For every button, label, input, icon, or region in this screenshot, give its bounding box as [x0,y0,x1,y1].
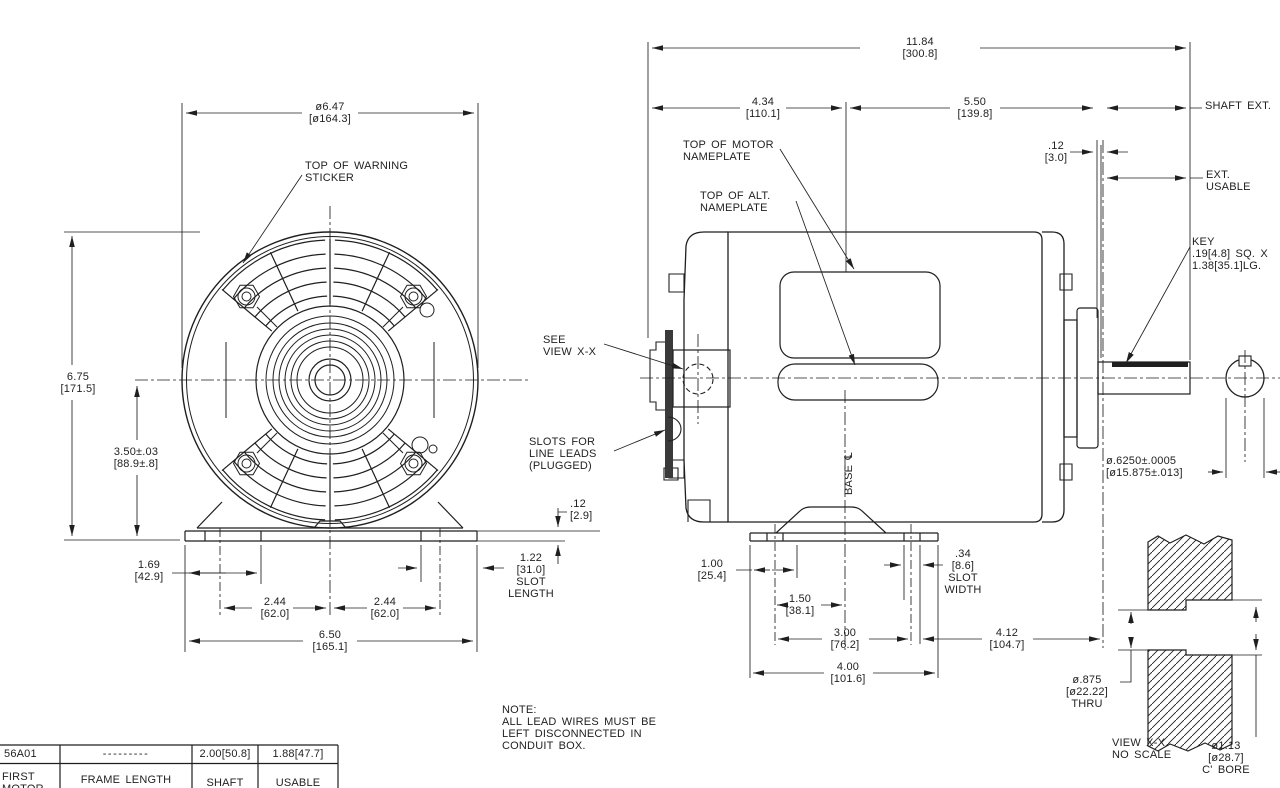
side-label-ext-usable: EXT. USABLE [1206,169,1251,193]
front-label-warning-sticker: TOP OF WARNING STICKER [305,160,409,184]
side-centerlines [640,140,1280,650]
side-dim-body-length: 5.50 [139.8] [957,96,993,120]
side-dim-foot-4: 4.00 [101.6] [830,661,866,685]
conduit-hole-dashed [682,363,714,395]
front-centerlines [135,206,530,618]
front-dim-center-height: 3.50±.03 [88.9±.8] [113,446,159,470]
cover-bolts-hex [232,284,428,476]
table-grid [0,744,339,788]
front-dim-diameter: ø6.47 [ø164.3] [309,101,351,125]
side-label-base-centerline: BASE ℄ [843,452,855,495]
table-header-usable: USABLE [275,777,321,788]
table-header-shaft: SHAFT [206,777,244,788]
front-dim-bolt-span-left: 2.44 [62.0] [260,596,290,620]
section-dimensions [1118,599,1262,737]
side-dim-rear-length: 4.34 [110.1] [745,96,781,120]
side-dim-c-face: 4.12 [104.7] [989,627,1025,651]
front-dimensions [64,103,600,652]
section-view-xx [1147,534,1233,752]
side-dimensions [603,42,1280,678]
side-foot [749,506,939,542]
table-header-frame-length: FRAME LENGTH [80,774,172,786]
viewxx-dim-c-bore: ø1.13 [ø28.7] C' BORE [1202,740,1250,776]
fan-grille-arcs [222,239,438,521]
front-dim-slot-length: 1.22 [31.0] SLOT LENGTH [508,552,554,600]
viewxx-title: VIEW X-X NO SCALE [1112,737,1172,761]
side-label-shaft-ext: SHAFT EXT. [1205,100,1272,112]
front-dim-bolt-span-right: 2.44 [62.0] [370,596,400,620]
side-dim-overall-length: 11.84 [300.8] [902,36,938,60]
side-dim-foot-3: 3.00 [76.2] [830,627,860,651]
table-cell-usable-value: 1.88[47.7] [272,748,324,760]
table-cell-shaft-value: 2.00[50.8] [199,748,251,760]
front-dim-pad-thickness: .12 [2.9] [570,498,593,522]
side-dim-shaft-diameter: ø.6250±.0005 [ø15.875±.013] [1106,455,1183,479]
side-dim-foot-1-5: 1.50 [38.1] [785,593,815,617]
side-label-top-motor-nameplate: TOP OF MOTOR NAMEPLATE [683,139,774,163]
motor-nameplate [779,271,941,359]
side-label-slots-line-leads: SLOTS FOR LINE LEADS (PLUGGED) [529,436,597,472]
table-header-first-motor: FIRST MOTOR [2,771,44,788]
alt-nameplate-slot [777,363,939,401]
side-dim-slot-width: .34 [8.6] SLOT WIDTH [944,548,982,596]
table-cell-frame: 56A01 [4,748,37,760]
side-label-top-alt-nameplate: TOP OF ALT. NAMEPLATE [700,190,771,214]
side-label-see-view: SEE VIEW X-X [543,334,597,358]
side-label-key: KEY .19[4.8] SQ. X 1.38[35.1]LG. [1192,236,1268,272]
viewxx-dim-thru-hole: ø.875 [ø22.22] THRU [1066,674,1108,710]
front-dim-foot-offset: 1.69 [42.9] [134,559,164,583]
side-dim-foot-1: 1.00 [25.4] [697,558,727,582]
table-cell-dashes: --------- [102,748,150,760]
side-dim-shoulder-gap: .12 [3.0] [1044,140,1068,164]
front-base [184,501,478,542]
cover-panel-lines [225,306,435,454]
front-dim-base-width: 6.50 [165.1] [312,629,348,653]
side-view [649,231,1265,542]
shaft-key [1112,362,1188,367]
note-lead-wires: NOTE: ALL LEAD WIRES MUST BE LEFT DISCON… [502,704,657,752]
front-dim-overall-height: 6.75 [171.5] [60,371,96,395]
